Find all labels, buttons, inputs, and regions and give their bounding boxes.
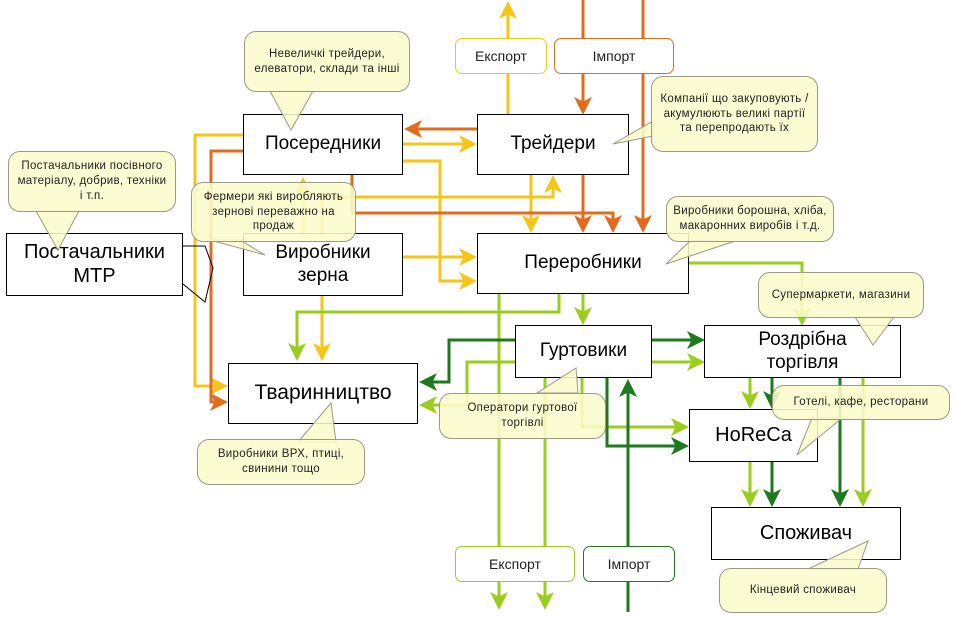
export-bottom-text: Експорт (489, 556, 541, 572)
export-top-text: Експорт (475, 48, 527, 64)
callout-horeca-text: Готелі, кафе, ресторани (793, 396, 929, 409)
callout-suppliers-text: Постачальники посівного матеріалу, добри… (17, 160, 167, 202)
import-top-label: Імпорт (554, 38, 674, 74)
flow-processors-livestock (288, 294, 561, 361)
node-traders-label: Трейдери (510, 133, 596, 155)
flow-grain-traders (320, 175, 562, 233)
callout-processors: Виробники борошна, хліба, макаронних вир… (666, 196, 834, 242)
callout-livestock: Виробники ВРХ, птиці, свинини тощо (197, 439, 365, 485)
node-grain-producers: Виробники зерна (243, 233, 403, 296)
flow-intermediaries-processors-orange (350, 175, 622, 233)
callout-grain-producers-text: Фермери які виробляють зернові переважно… (203, 190, 344, 233)
flow-wholesalers-livestock-dg (419, 338, 515, 391)
import-bottom-label: Імпорт (583, 546, 675, 582)
node-retail-label: Роздрібна торгівля (758, 329, 847, 373)
export-top-label: Експорт (455, 38, 547, 74)
export-bottom-label: Експорт (455, 546, 575, 582)
callout-suppliers: Постачальники посівного матеріалу, добри… (8, 151, 176, 212)
import-top-text: Імпорт (592, 48, 636, 64)
node-horeca-label: HoReCa (715, 423, 792, 446)
node-horeca: HoReCa (689, 409, 818, 462)
node-suppliers: Постачальники МТР (6, 233, 183, 296)
node-livestock: Тваринництво (228, 363, 418, 424)
callout-livestock-text: Виробники ВРХ, птиці, свинини тощо (217, 448, 345, 475)
flow-intermediaries-processors (403, 159, 477, 290)
callout-intermediaries: Невеличкі трейдери, елеватори, склади та… (244, 31, 410, 92)
callout-processors-text: Виробники борошна, хліба, макаронних вир… (673, 205, 827, 232)
suppliers-bracket (182, 245, 214, 303)
callout-consumer: Кінцевий споживач (719, 568, 887, 613)
callout-traders: Компанії що закуповують / акумулюють вел… (651, 76, 818, 152)
node-consumer: Споживач (711, 507, 901, 560)
import-bottom-text: Імпорт (607, 556, 651, 572)
flow-wholesalers-horeca-dg (605, 378, 689, 455)
node-wholesalers-label: Гуртовики (539, 340, 628, 362)
callout-wholesalers: Оператори гуртової торгівлі (439, 393, 606, 439)
node-intermediaries-label: Посередники (264, 133, 382, 155)
node-wholesalers: Гуртовики (515, 325, 652, 378)
node-processors: Переробники (477, 233, 689, 294)
node-livestock-label: Тваринництво (254, 381, 392, 405)
node-grain-producers-label: Виробники зерна (275, 242, 371, 286)
node-retail: Роздрібна торгівля (704, 325, 901, 378)
flow-intermediaries-livestock (193, 133, 243, 395)
callout-grain-producers: Фермери які виробляють зернові переважно… (191, 182, 356, 242)
callout-wholesalers-text: Оператори гуртової торгівлі (467, 402, 578, 429)
callout-consumer-text: Кінцевий споживач (749, 584, 857, 597)
callout-intermediaries-text: Невеличкі трейдери, елеватори, склади та… (254, 47, 400, 75)
node-traders: Трейдери (477, 114, 629, 175)
callout-retail: Супермаркети, магазини (758, 272, 924, 318)
node-suppliers-label: Постачальники МТР (24, 240, 165, 287)
callout-horeca: Готелі, кафе, ресторани (772, 385, 950, 420)
node-consumer-label: Споживач (759, 521, 853, 544)
node-intermediaries: Посередники (243, 114, 403, 175)
callout-traders-text: Компанії що закуповують / акумулюють вел… (660, 92, 809, 135)
node-processors-label: Переробники (524, 252, 642, 274)
callout-retail-text: Супермаркети, магазини (771, 288, 911, 301)
